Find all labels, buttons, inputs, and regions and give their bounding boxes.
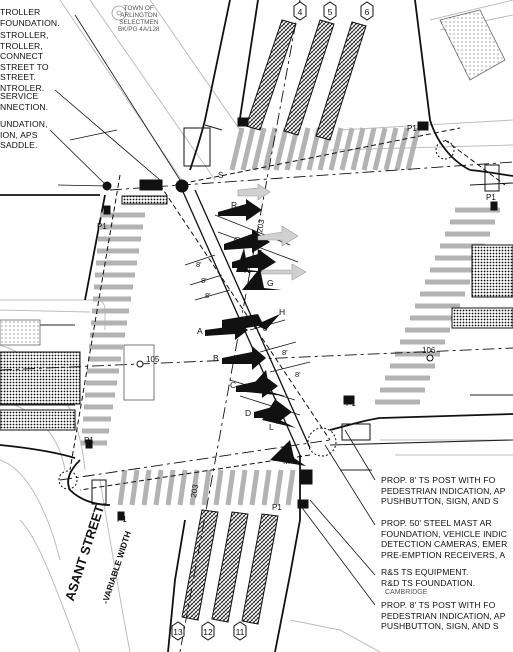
crosswalk-east xyxy=(375,207,500,405)
leader-lines xyxy=(49,14,376,606)
arrow-n xyxy=(236,248,266,272)
signal-equipment xyxy=(58,117,500,521)
note-left-2: SERVICE NNECTION. xyxy=(0,91,49,112)
letter-r: R xyxy=(231,200,237,210)
p1-nw: P1 xyxy=(97,222,107,231)
arrow-a xyxy=(205,320,248,340)
note-right-3: PROP. 8' TS POST WITH FO PEDESTRIAN INDI… xyxy=(381,600,506,632)
lane-11: 11 xyxy=(236,627,245,637)
lane-4: 4 xyxy=(298,7,303,17)
lane-5: 5 xyxy=(328,7,333,17)
svg-text:8': 8' xyxy=(196,260,202,269)
lane-12: 12 xyxy=(203,627,213,637)
letter-a: A xyxy=(197,326,203,336)
lane-arrows xyxy=(205,199,306,466)
p1-e: P1 xyxy=(486,193,496,202)
arrow-r xyxy=(218,199,262,221)
note-right-2: R&S TS EQUIPMENT. R&D TS FOUNDATION. xyxy=(381,567,476,588)
crosswalk-north xyxy=(229,127,421,171)
letter-b: B xyxy=(213,353,219,363)
ghost-arrows xyxy=(237,183,307,281)
spacing-labels: 8' 8' 8' 8' 8' 8' xyxy=(196,260,301,379)
arrow-l xyxy=(262,398,296,428)
svg-text:8': 8' xyxy=(282,348,288,357)
curb-lines xyxy=(0,124,513,471)
post-labels: P1 P1 P1 P1 P1 P1 P1 S xyxy=(84,124,496,524)
crosswalk-west xyxy=(81,212,145,446)
letter-g: G xyxy=(267,278,274,288)
note-right-0: PROP. 8' TS POST WITH FO PEDESTRIAN INDI… xyxy=(381,475,506,507)
letter-e: E xyxy=(262,381,268,391)
letter-f: F xyxy=(257,248,262,258)
station-106: 106 xyxy=(422,346,436,355)
lane-number-text: 4 5 6 13 12 11 xyxy=(173,7,369,637)
lot-marker xyxy=(111,5,127,21)
crosswalk-south xyxy=(117,469,296,506)
structure-blocks xyxy=(0,9,506,346)
svg-text:8': 8' xyxy=(201,276,207,285)
lane-13: 13 xyxy=(173,627,183,637)
arrow-m xyxy=(270,440,306,466)
lane-6: 6 xyxy=(365,7,370,17)
span-wires xyxy=(69,127,506,491)
p1-se: P1 xyxy=(346,399,356,408)
station-labels: 105 106 203 203 xyxy=(136,218,436,498)
letter-l: L xyxy=(269,422,274,432)
station-203-top: 203 xyxy=(255,218,266,233)
arrow-e xyxy=(246,370,286,396)
p1-s: P1 xyxy=(272,503,282,512)
s-marker: S xyxy=(218,171,223,180)
town-label: TOWN OF ARLINGTON SELECTMEN BK/PG 4A/128 xyxy=(118,5,160,33)
station-203-bottom: 203 xyxy=(189,483,200,498)
arrow-b xyxy=(222,346,266,370)
p1-sw: P1 xyxy=(84,436,94,445)
note-right-1: PROP. 50' STEEL MAST AR FOUNDATION, VEHI… xyxy=(381,518,508,560)
station-105: 105 xyxy=(146,355,160,364)
letter-m: M xyxy=(283,456,290,466)
arrow-g xyxy=(242,268,282,290)
letter-h: H xyxy=(279,307,285,317)
cambridge-label: CAMBRIDGE xyxy=(385,589,428,596)
note-left-3: UNDATION, ION, APS SADDLE. xyxy=(0,119,48,151)
p1-ssw: P1 xyxy=(117,515,127,524)
arrow-q xyxy=(224,229,270,253)
svg-text:8': 8' xyxy=(295,370,301,379)
letter-c: C xyxy=(230,380,236,390)
letter-n: N xyxy=(244,265,250,275)
arrow-letters: R Q F N G H A B C E D L M xyxy=(197,200,290,466)
svg-text:8': 8' xyxy=(263,324,269,333)
note-left-1: STROLLER, TROLLER, CONNECT STREET TO STR… xyxy=(0,30,49,93)
lane-number-markers xyxy=(171,1,374,641)
note-left-0: TROLLER FOUNDATION. xyxy=(0,7,60,28)
letter-d: D xyxy=(245,408,251,418)
p1-n: P1 xyxy=(407,124,417,133)
letter-q: Q xyxy=(234,235,241,245)
svg-text:8': 8' xyxy=(205,291,211,300)
